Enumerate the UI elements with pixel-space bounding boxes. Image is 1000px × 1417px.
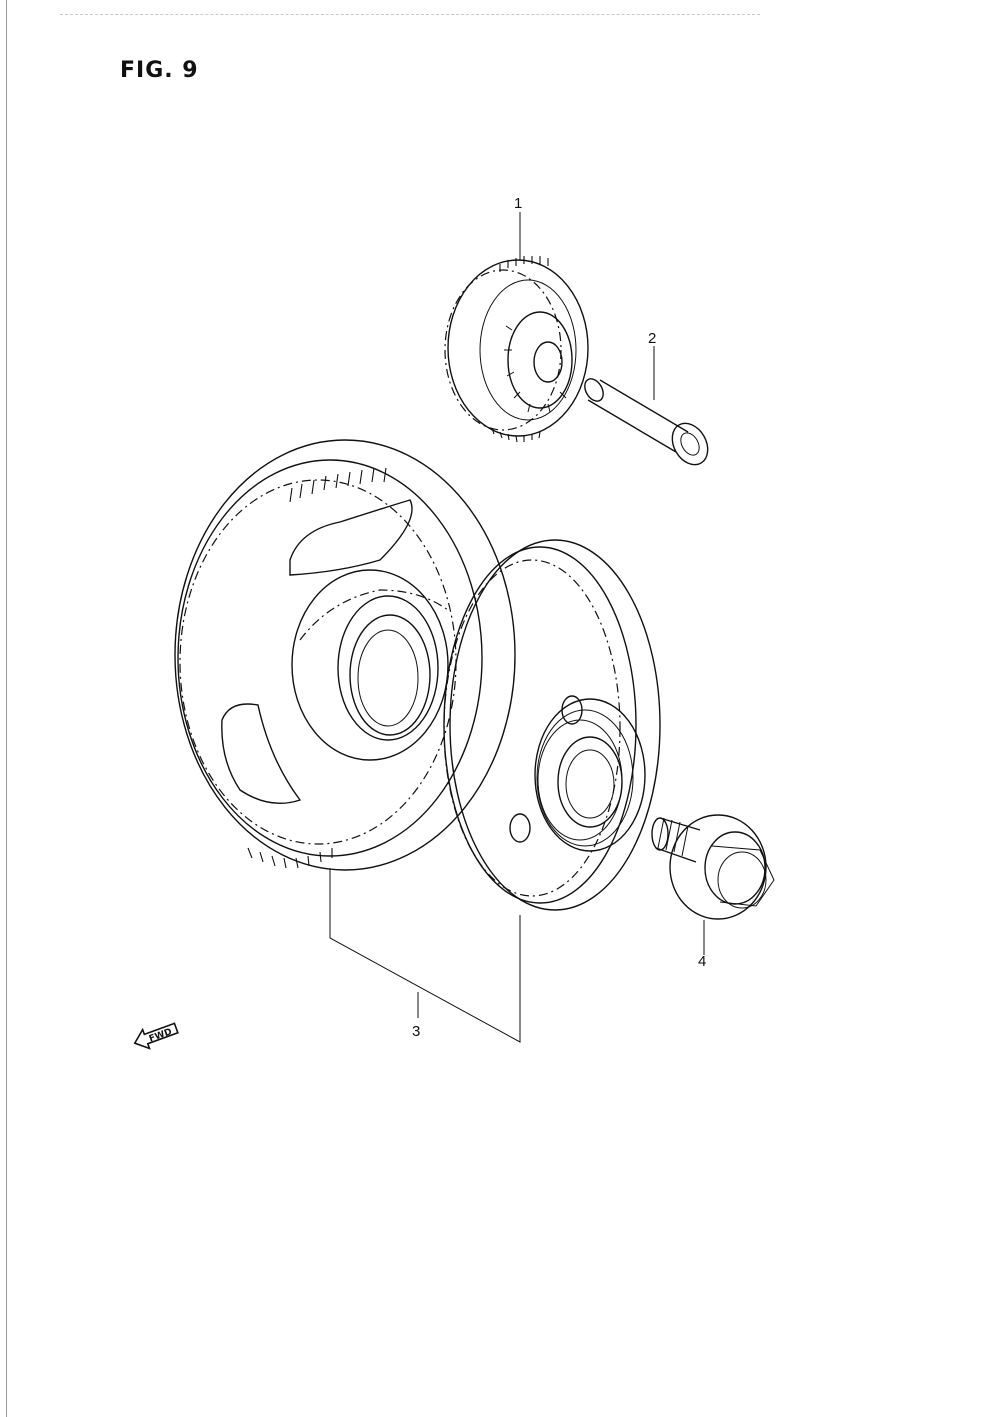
ref-number-2: 2	[648, 330, 656, 347]
leader-lines	[329, 212, 705, 1043]
flange-bolt	[651, 814, 775, 920]
ref-number-1: 1	[514, 195, 522, 212]
figure-title: FIG. 9	[120, 58, 199, 83]
page-top-rule	[60, 14, 760, 15]
ref-number-3: 3	[412, 1023, 420, 1040]
forward-direction-marker: FWD	[133, 1022, 179, 1050]
idler-shaft	[584, 378, 709, 466]
page-edge-line	[6, 0, 7, 1417]
ref-number-4: 4	[698, 953, 706, 970]
forward-label: FWD	[148, 1027, 174, 1044]
forward-arrow-icon	[133, 1022, 179, 1050]
starter-clutch	[443, 539, 661, 911]
starter-driven-gear	[174, 439, 516, 871]
idler-gear	[444, 256, 589, 443]
